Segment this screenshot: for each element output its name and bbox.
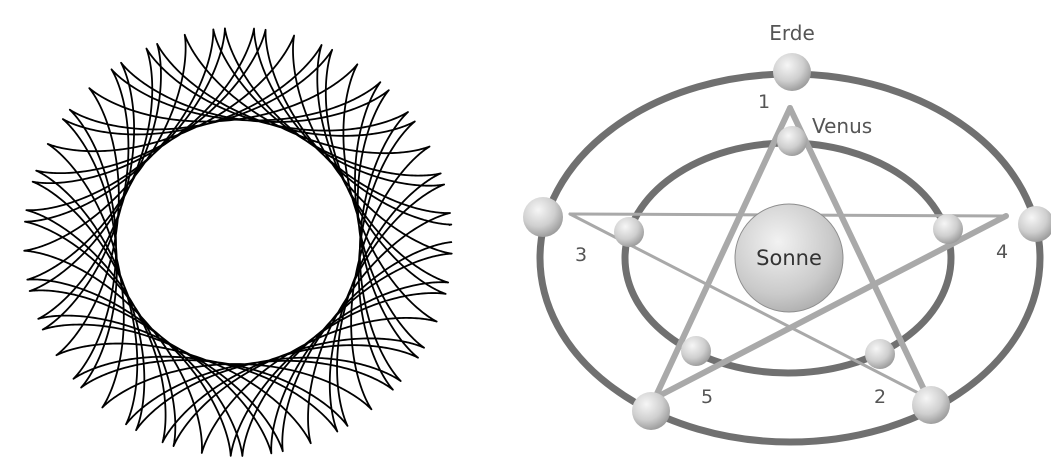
earth-planet-left bbox=[523, 197, 563, 237]
venus-planet-right bbox=[933, 214, 963, 244]
point-label-3: 3 bbox=[575, 244, 587, 266]
point-label-4: 4 bbox=[996, 241, 1008, 263]
venus-planet-bottom-left bbox=[681, 336, 711, 366]
venus-planet-bottom-right bbox=[865, 339, 895, 369]
venus-planet-top bbox=[777, 126, 807, 156]
earth-planet-right bbox=[1018, 206, 1051, 242]
earth-planet-top bbox=[773, 53, 811, 91]
sun-label: Sonne bbox=[756, 246, 822, 270]
venus-label: Venus bbox=[812, 114, 872, 138]
earth-planet-bottom-right bbox=[912, 386, 950, 424]
earth-label: Erde bbox=[769, 21, 815, 45]
venus-planet-left bbox=[614, 217, 644, 247]
rosette-curve bbox=[24, 28, 452, 456]
point-label-2: 2 bbox=[874, 386, 886, 408]
point-label-5: 5 bbox=[701, 386, 713, 408]
point-label-1: 1 bbox=[758, 91, 770, 113]
earth-planet-bottom-left bbox=[632, 392, 670, 430]
orbit-diagram: Sonne Erde Venus 1 2 3 4 5 bbox=[523, 21, 1051, 442]
venus-rosette bbox=[24, 28, 452, 456]
